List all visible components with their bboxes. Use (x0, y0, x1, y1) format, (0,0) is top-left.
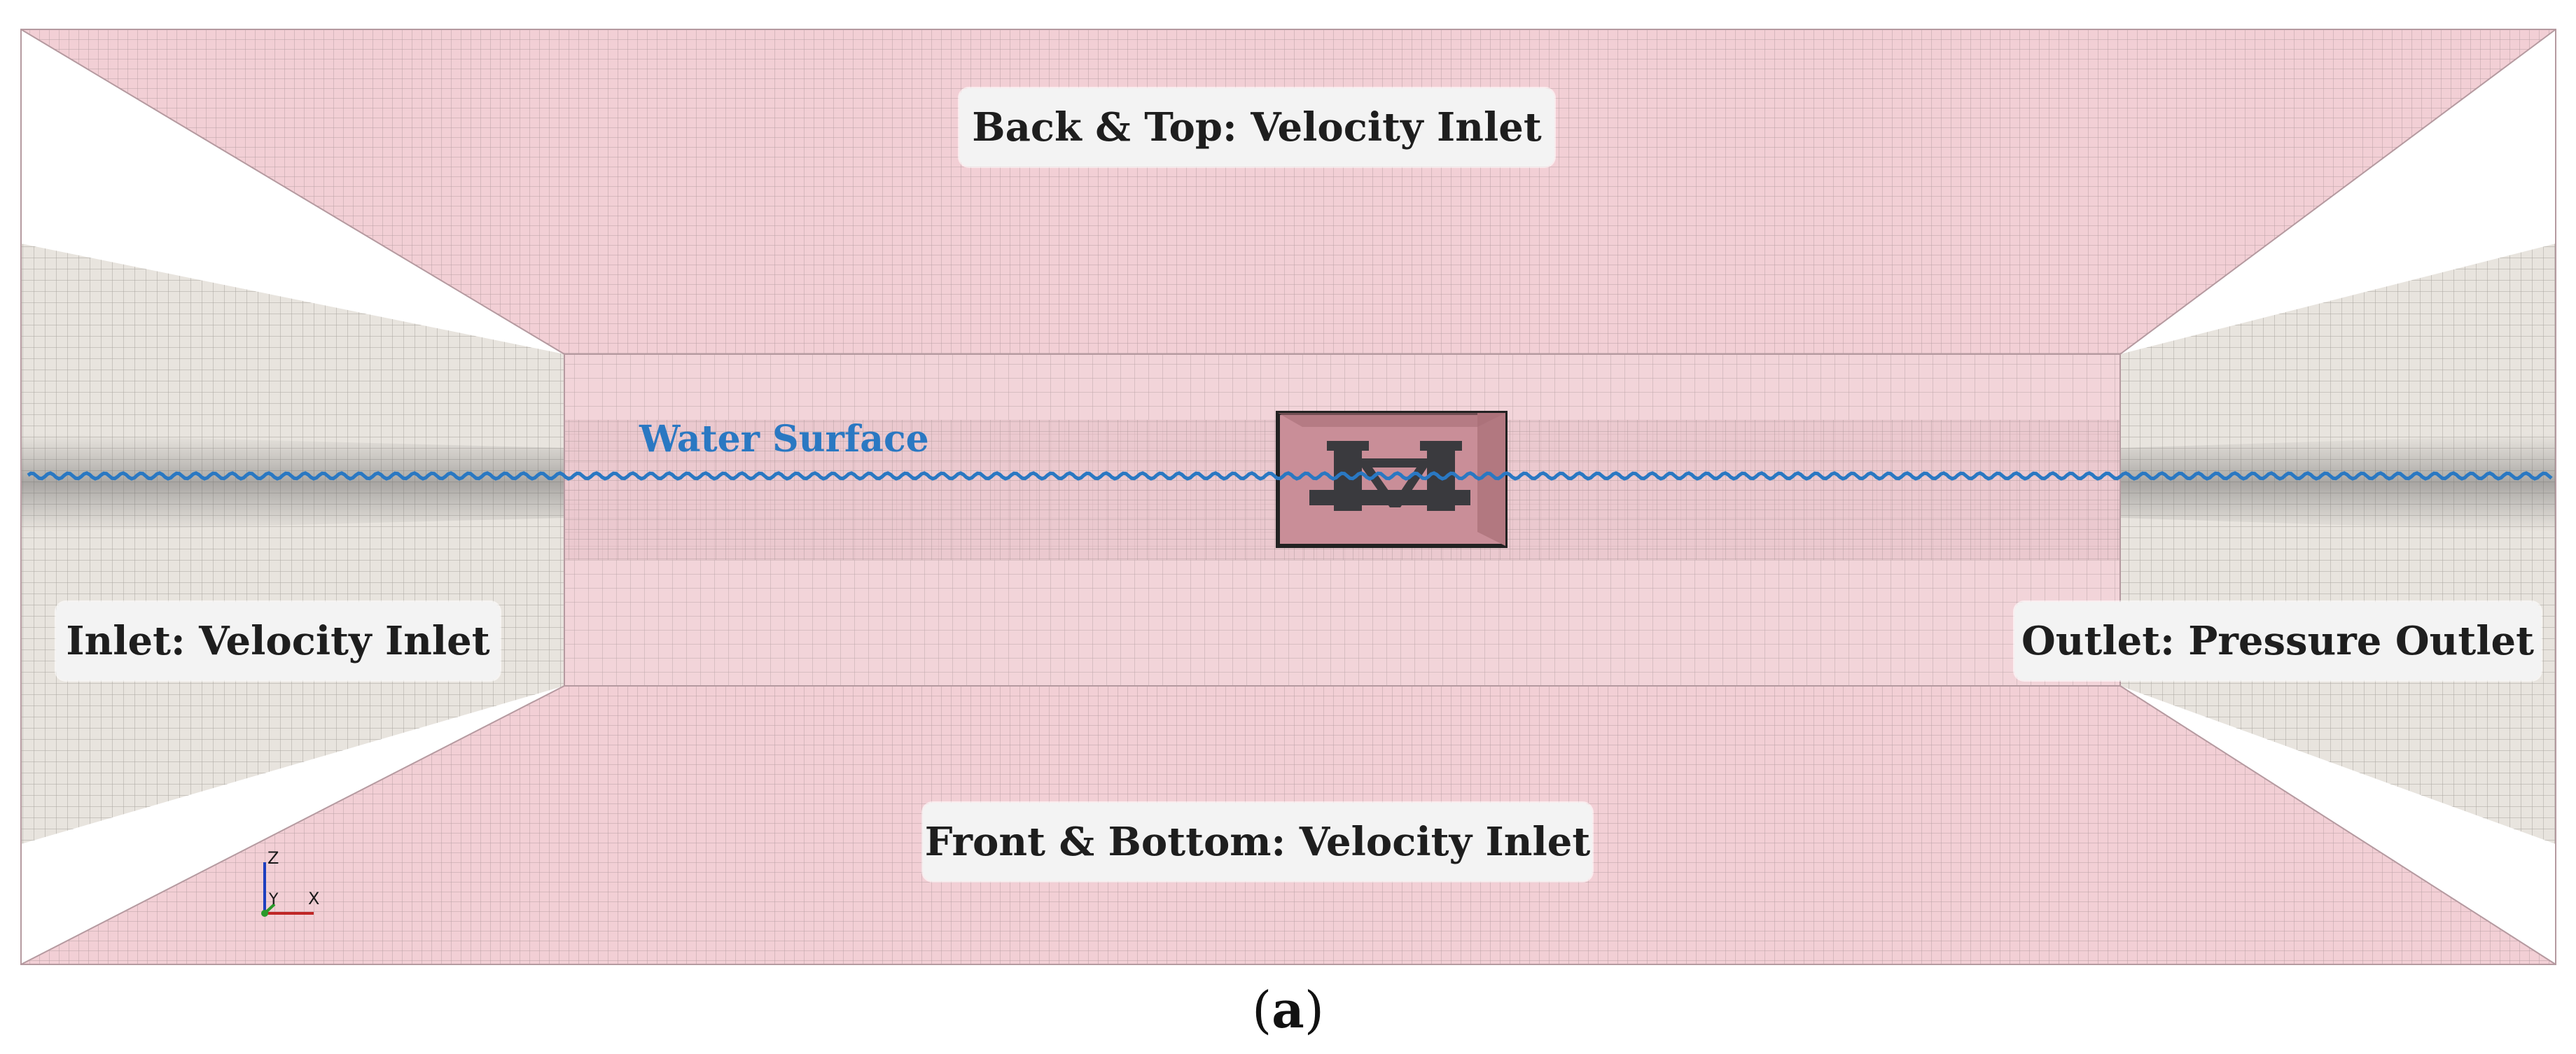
caption-open: ( (1252, 981, 1272, 1039)
axis-triad: Z Y X (261, 848, 319, 917)
floating-structure (1276, 411, 1508, 548)
axis-y-label: Y (268, 891, 279, 908)
caption-close: ) (1304, 981, 1324, 1039)
outlet-boundary-label: Outlet: Pressure Outlet (2014, 602, 2541, 680)
back-top-boundary-label: Back & Top: Velocity Inlet (959, 88, 1554, 167)
inlet-boundary-label: Inlet: Velocity Inlet (56, 602, 500, 680)
front-bottom-boundary-label: Front & Bottom: Velocity Inlet (923, 803, 1592, 881)
water-surface-label: Water Surface (639, 418, 929, 461)
axis-z-label: Z (267, 848, 279, 868)
axis-x-label: X (308, 889, 319, 908)
water-surface-line (27, 471, 2553, 481)
figure-caption: (a) (0, 980, 2576, 1039)
caption-letter: a (1272, 980, 1304, 1039)
